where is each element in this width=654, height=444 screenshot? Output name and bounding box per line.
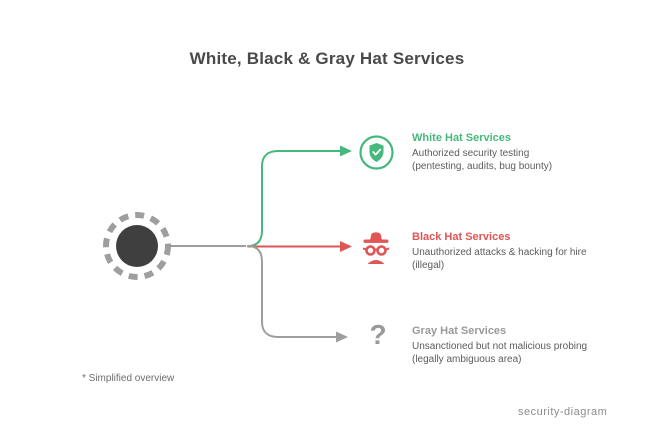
footnote: * Simplified overview	[82, 373, 175, 384]
gray-hat-arrowhead-icon	[336, 331, 348, 343]
gray-hat-textblock: Gray Hat Services Unsanctioned but not m…	[412, 325, 602, 366]
white-hat-desc-line2: (pentesting, audits, bug bounty)	[412, 160, 553, 172]
black-hat-textblock: Black Hat Services Unauthorized attacks …	[412, 231, 602, 272]
white-hat-desc-line1: Authorized security testing	[412, 148, 530, 159]
black-hat-connector	[247, 241, 352, 252]
white-hat-heading: White Hat Services	[412, 132, 512, 144]
gray-hat-connector	[247, 245, 348, 343]
shield-check-icon	[358, 134, 395, 171]
white-hat-connector	[247, 145, 352, 247]
white-hat-arrowhead-icon	[340, 145, 352, 157]
black-hat-arrowhead-icon	[340, 241, 352, 252]
spy-incognito-icon	[356, 227, 396, 267]
gear-node-icon	[103, 212, 171, 280]
black-hat-desc-line2: (illegal)	[412, 259, 445, 271]
question-mark-icon: ?	[369, 319, 387, 350]
page-title: White, Black & Gray Hat Services	[189, 49, 465, 68]
node-core	[116, 225, 158, 267]
black-hat-heading: Black Hat Services	[412, 231, 511, 243]
gray-hat-desc-line1: Unsanctioned but not malicious probing	[412, 341, 588, 352]
node-dashed-ring	[103, 212, 171, 280]
gray-hat-heading: Gray Hat Services	[412, 325, 507, 337]
gray-hat-desc-line2: (legally ambiguous area)	[412, 353, 522, 365]
white-hat-textblock: White Hat Services Authorized security t…	[412, 132, 602, 173]
watermark: security-diagram	[518, 406, 608, 418]
black-hat-desc-line1: Unauthorized attacks & hacking for hire	[412, 247, 587, 258]
